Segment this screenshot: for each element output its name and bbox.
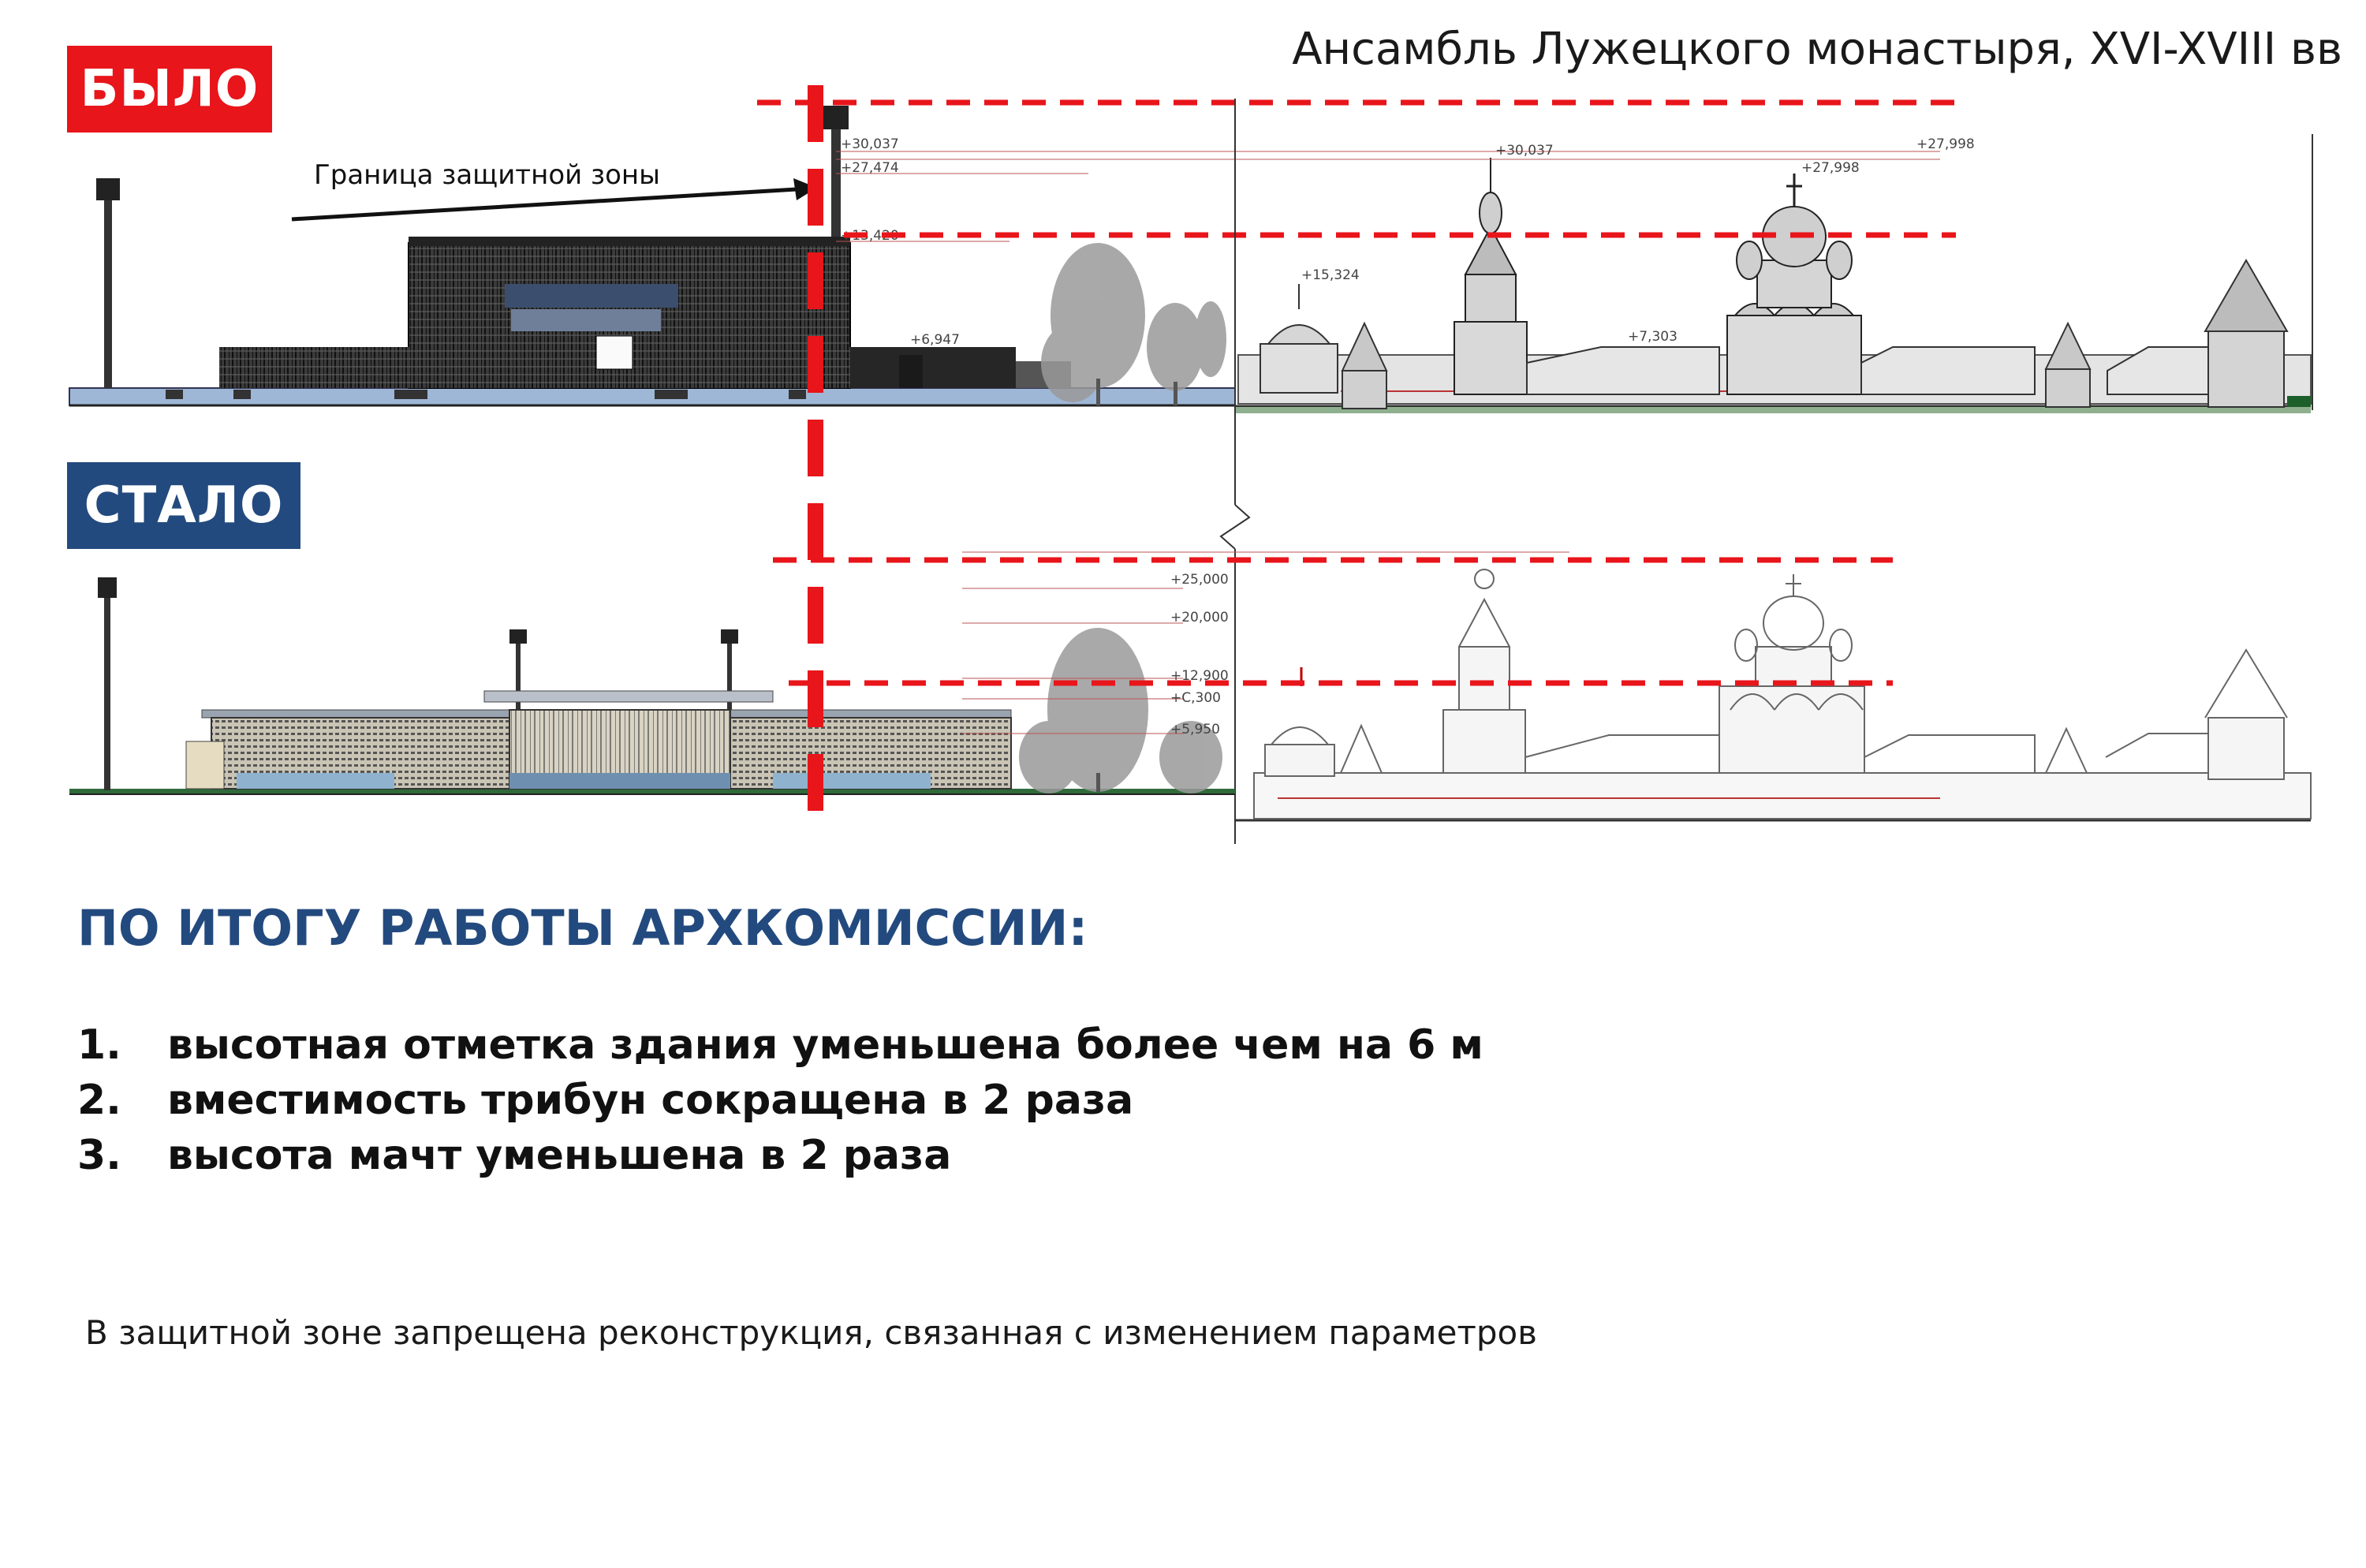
elevation-mark: +13,420	[841, 228, 899, 244]
after-badge: СТАЛО	[67, 462, 300, 549]
protective-zone-label: Граница защитной зоны	[314, 159, 660, 191]
results-list: 1. высотная отметка здания уменьшена боле…	[77, 1017, 1483, 1183]
list-item-number: 3.	[77, 1132, 121, 1179]
list-item-text: высота мачт уменьшена в 2 раза	[167, 1132, 952, 1179]
elevation-mark: +20,000	[1170, 610, 1229, 625]
elevation-mark: +30,037	[841, 136, 899, 152]
list-item: 1. высотная отметка здания уменьшена боле…	[77, 1017, 1483, 1073]
elevation-mark: +7,303	[1628, 329, 1677, 345]
elevation-mark: +30,037	[1495, 143, 1554, 159]
elevation-mark: +5,950	[1170, 722, 1220, 737]
list-item-number: 1.	[77, 1021, 121, 1069]
elevation-mark: +6,947	[910, 332, 960, 348]
elevation-drawings: +30,037 +27,474 +13,420 +6,947 +30,037 +…	[69, 85, 2313, 844]
monastery-after	[1253, 569, 2312, 819]
elevation-mark: +27,998	[1916, 136, 1975, 152]
elevation-mark: +27,998	[1801, 160, 1860, 176]
elevation-mark: +27,474	[841, 160, 899, 176]
footnote: В защитной зоне запрещена реконструкция,…	[85, 1313, 1538, 1352]
list-item: 2. вместимость трибун сокращена в 2 раза	[77, 1073, 1483, 1128]
list-item-text: высотная отметка здания уменьшена более …	[167, 1021, 1483, 1069]
summary-heading: ПО ИТОГУ РАБОТЫ АРХКОМИССИИ:	[77, 899, 1088, 957]
before-elevation: +30,037 +27,474 +13,420 +6,947 +30,037 +…	[69, 99, 2312, 413]
elevation-mark: +C,300	[1170, 690, 1221, 706]
list-item: 3. высота мачт уменьшена в 2 раза	[77, 1128, 1483, 1183]
page-title: Ансамбль Лужецкого монастыря, XVI-XVIII …	[1292, 24, 2342, 75]
elevation-mark: +15,324	[1301, 267, 1360, 283]
elevation-mark: +12,900	[1170, 668, 1229, 684]
before-badge: БЫЛО	[67, 46, 272, 133]
after-elevation: +25,000 +20,000 +12,900 +C,300 +5,950	[69, 551, 2312, 822]
list-item-number: 2.	[77, 1077, 121, 1124]
elevation-mark: +25,000	[1170, 572, 1229, 588]
list-item-text: вместимость трибун сокращена в 2 раза	[167, 1077, 1134, 1124]
monastery-before	[1237, 158, 2312, 409]
